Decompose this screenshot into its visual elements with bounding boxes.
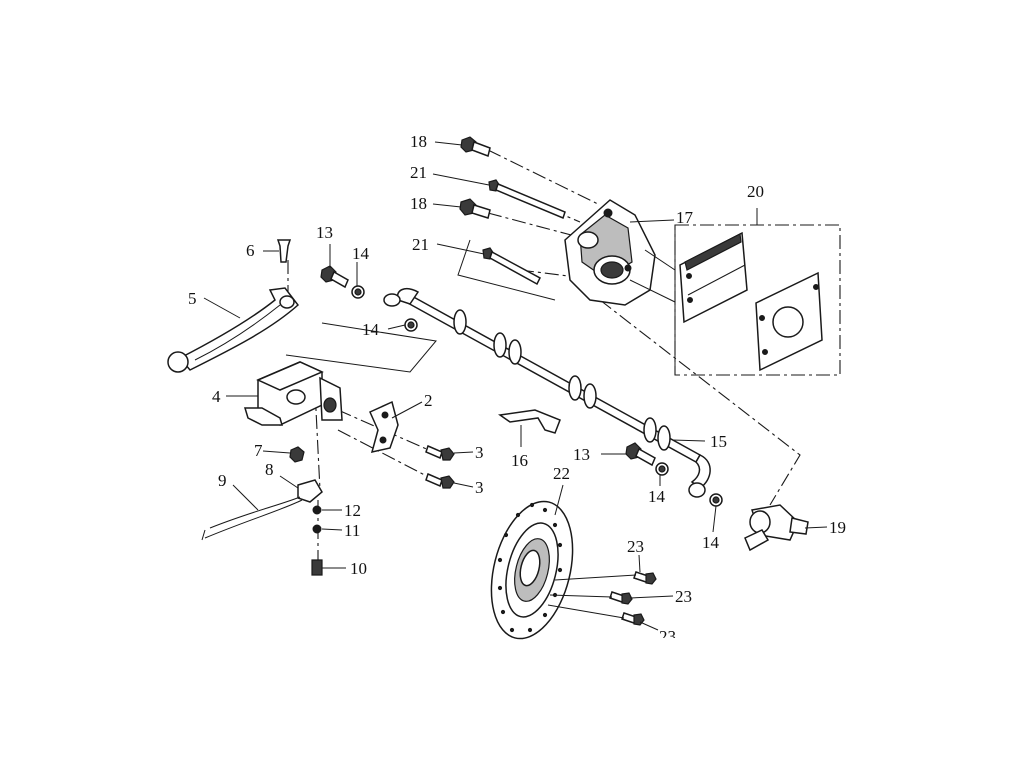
switch-washer bbox=[312, 505, 322, 515]
bolt-bracket-outline bbox=[457, 239, 556, 301]
label-part-18-upper: 18 bbox=[410, 132, 427, 151]
hose-bracket-outline bbox=[285, 322, 437, 373]
label-part-13-upper: 13 bbox=[316, 223, 333, 242]
disc-holes bbox=[497, 502, 563, 633]
washer-lower-1 bbox=[655, 462, 669, 476]
label-part-4: 4 bbox=[212, 387, 221, 406]
label-part-14-lower-right: 14 bbox=[702, 533, 719, 552]
lever-nut bbox=[289, 446, 305, 463]
label-part-10: 10 bbox=[350, 559, 367, 578]
washer-upper-1 bbox=[351, 285, 365, 299]
lever-pivot-bolt bbox=[276, 239, 292, 263]
label-part-11: 11 bbox=[344, 521, 361, 540]
washer-lower-2 bbox=[709, 493, 723, 507]
banjo-bolt-upper bbox=[320, 265, 349, 289]
caliper-bolt-upper bbox=[460, 136, 491, 157]
switch-spacer bbox=[312, 524, 322, 534]
label-part-17: 17 bbox=[676, 208, 693, 227]
label-part-22: 22 bbox=[553, 464, 570, 483]
label-part-3-lower: 3 bbox=[475, 478, 484, 497]
washer-upper-2 bbox=[404, 318, 418, 332]
clamp-bolt-upper bbox=[425, 444, 455, 461]
handlebar-clamp bbox=[369, 400, 399, 454]
label-part-14-lower-left: 14 bbox=[648, 487, 665, 506]
guide-pin-lower bbox=[482, 247, 541, 286]
guide-pin-upper bbox=[488, 179, 566, 220]
label-part-21-upper: 21 bbox=[410, 163, 427, 182]
clamp-bolt-lower bbox=[425, 472, 455, 489]
brake-pad-box bbox=[674, 208, 841, 376]
brake-light-switch bbox=[201, 479, 323, 541]
label-part-16: 16 bbox=[511, 451, 528, 470]
label-part-12: 12 bbox=[344, 501, 361, 520]
banjo-bolt-lower bbox=[625, 442, 656, 467]
brake-caliper bbox=[564, 199, 676, 306]
label-part-6: 6 bbox=[246, 241, 255, 260]
label-part-23-upper: 23 bbox=[627, 537, 644, 556]
label-part-15: 15 bbox=[710, 432, 727, 451]
label-part-3-upper: 3 bbox=[475, 443, 484, 462]
label-part-23-middle: 23 bbox=[675, 587, 692, 606]
brake-hose bbox=[383, 288, 711, 498]
master-cylinder bbox=[243, 361, 343, 426]
disc-bolt-2 bbox=[609, 591, 633, 605]
hose-fitting bbox=[744, 504, 809, 552]
caliper-bolt-lower bbox=[459, 198, 491, 219]
label-part-18-lower: 18 bbox=[410, 194, 427, 213]
brake-disc bbox=[490, 500, 574, 640]
label-part-14-middle: 14 bbox=[362, 320, 379, 339]
label-part-5: 5 bbox=[188, 289, 197, 308]
label-part-2: 2 bbox=[424, 391, 433, 410]
disc-bolt-3 bbox=[621, 612, 645, 626]
label-part-19: 19 bbox=[829, 518, 846, 537]
disc-bolt-1 bbox=[633, 571, 657, 585]
label-part-8: 8 bbox=[265, 460, 274, 479]
label-part-20: 20 bbox=[747, 182, 764, 201]
label-part-9: 9 bbox=[218, 471, 227, 490]
label-part-21-lower: 21 bbox=[412, 235, 429, 254]
switch-screw bbox=[311, 559, 323, 576]
label-part-23-lower: 23 bbox=[659, 628, 676, 638]
label-part-14-upper: 14 bbox=[352, 244, 369, 263]
leader-lines bbox=[203, 141, 828, 631]
hose-clip-bracket bbox=[498, 409, 561, 434]
label-part-13-lower: 13 bbox=[573, 445, 590, 464]
brake-lever bbox=[167, 287, 300, 373]
label-part-7: 7 bbox=[254, 441, 263, 460]
hose-collars bbox=[453, 309, 671, 451]
